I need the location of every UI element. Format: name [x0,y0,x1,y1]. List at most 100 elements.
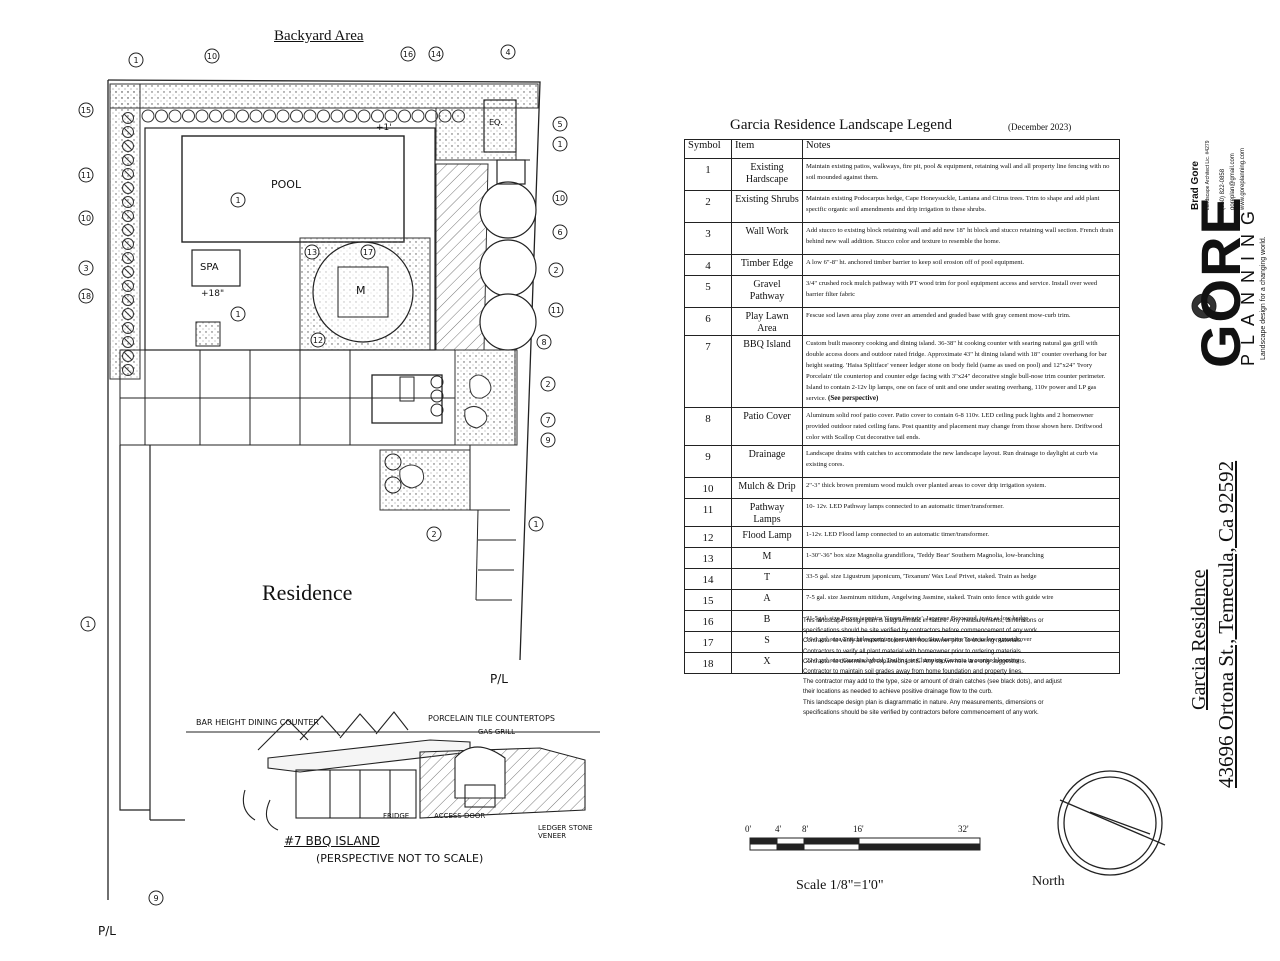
legend-notes-text: 1-30"-36" box size Magnolia grandiflora,… [806,552,1044,559]
disclaimer-line: Contractor to determine all expansion jo… [803,657,1027,665]
legend-notes-text: Fescue sod lawn area play zone over an a… [806,312,1071,319]
legend-notes: 1-30"-36" box size Magnolia grandiflora,… [802,547,1120,569]
gazania-plant [122,126,134,138]
callout-number: 9 [153,894,158,903]
legend-item: Mulch & Drip [731,477,803,499]
callout-bubble [552,136,568,152]
callout-bubble [128,52,144,68]
callout-number: 11 [81,171,91,180]
callout-number: 1 [235,310,240,319]
spa-label: SPA [200,262,219,273]
boxwood-shrub [182,109,195,123]
boxwood-shrub [195,109,209,123]
gazania-mark [123,323,133,333]
legend-item: Timber Edge [731,254,803,276]
pool-label: POOL [271,178,302,191]
legend-title: Garcia Residence Landscape Legend [730,117,952,133]
legend-notes-text: Maintain existing patios, walkways, fire… [806,163,1110,181]
disclaimer-line: This landscape design plan is diagrammat… [803,698,1044,706]
callout-bubble [528,516,544,532]
gazania-mark [123,141,133,151]
boxwood-shrub [371,109,384,123]
mulch-border-left [109,83,141,380]
brand-credentials: Landscape Architect Lic. #4279 [1205,140,1211,211]
side-walkway [469,445,516,601]
project-name: Garcia Residence [1188,569,1210,710]
gazania-plant [122,280,134,292]
legend-symbol: 8 [684,407,732,446]
legend-symbol: 12 [684,526,732,548]
callout-number: 10 [81,214,91,223]
gazania-plant [122,168,134,180]
legend-notes: 3/4" crushed rock mulch pathway with PT … [802,275,1120,308]
legend-item: T [731,568,803,590]
scale-tick: 16' [853,824,864,834]
callout-number: 9 [545,436,550,445]
gazania-mark [123,239,133,249]
callout-bubble [426,526,442,542]
brand-tagline: Landscape design for a changing world. [1260,236,1267,360]
privet-trees [479,159,537,351]
legend-item: Wall Work [731,222,803,255]
legend-symbol: 5 [684,275,732,308]
scale-tick: 32' [958,824,969,834]
boxwood-shrub [303,109,317,123]
gazania-mark [123,253,133,263]
north-arrow-icon [1057,770,1166,876]
callout-number: 1 [533,520,538,529]
callout-bubble [536,334,552,350]
legend-item: Play Lawn Area [731,307,803,336]
disclaimer-line: specifications should be site verified b… [803,627,1039,635]
legend-symbol: 14 [684,568,732,590]
planter-south [379,449,471,511]
legend-notes: Maintain existing patios, walkways, fire… [802,158,1120,191]
disclaimer-line: This landscape design plan is diagrammat… [803,617,1044,624]
gazania-plant [122,140,134,152]
callout-number: 6 [557,228,562,237]
gazania-plant [122,224,134,236]
legend-symbol: 6 [684,307,732,336]
legend-symbol: 15 [684,589,732,611]
legend-notes: 2"-3" thick brown premium wood mulch ove… [802,477,1120,499]
legend-item: Flood Lamp [731,526,803,548]
legend-item: Drainage [731,445,803,478]
callout-number: 2 [545,380,550,389]
callout-number: 13 [307,248,317,257]
legend-symbol: 2 [684,190,732,223]
callout-bubble [78,210,94,226]
scale-tick: 8' [802,824,809,834]
legend-notes-text: A low 6"-8" ht. anchored timber barrier … [806,259,1025,266]
legend-header: Symbol [684,139,732,159]
legend-notes: 10- 12v. LED Pathway lamps connected to … [802,498,1120,527]
legend-notes: Add stucco to existing block retaining w… [802,222,1120,255]
callout-bubble [400,46,416,62]
legend-notes-text: Custom built masonry cooking and dining … [806,340,1107,402]
legend-symbol: 17 [684,631,732,653]
brand-leaf-icon [1191,293,1217,319]
equipment-label: EQ. [489,118,503,127]
legend-symbol: 7 [684,335,732,408]
callout-bubble [500,44,516,60]
gazania-plant [122,336,134,348]
callout-bubble [552,224,568,240]
legend-item: Patio Cover [731,407,803,446]
shrubs [399,374,492,489]
callout-number: 2 [431,530,436,539]
brand-planning: PLANNING [1238,201,1258,366]
callout-bubble [230,306,246,322]
gazania-mark [123,183,133,193]
bbq-caption: #7 BBQ ISLAND [284,834,380,848]
callout-bubble [78,167,94,183]
legend-symbol: 4 [684,254,732,276]
legend-symbol: 18 [684,652,732,674]
brand-web: www.goreplanning.com [1240,147,1246,210]
gazania-plant [122,238,134,250]
